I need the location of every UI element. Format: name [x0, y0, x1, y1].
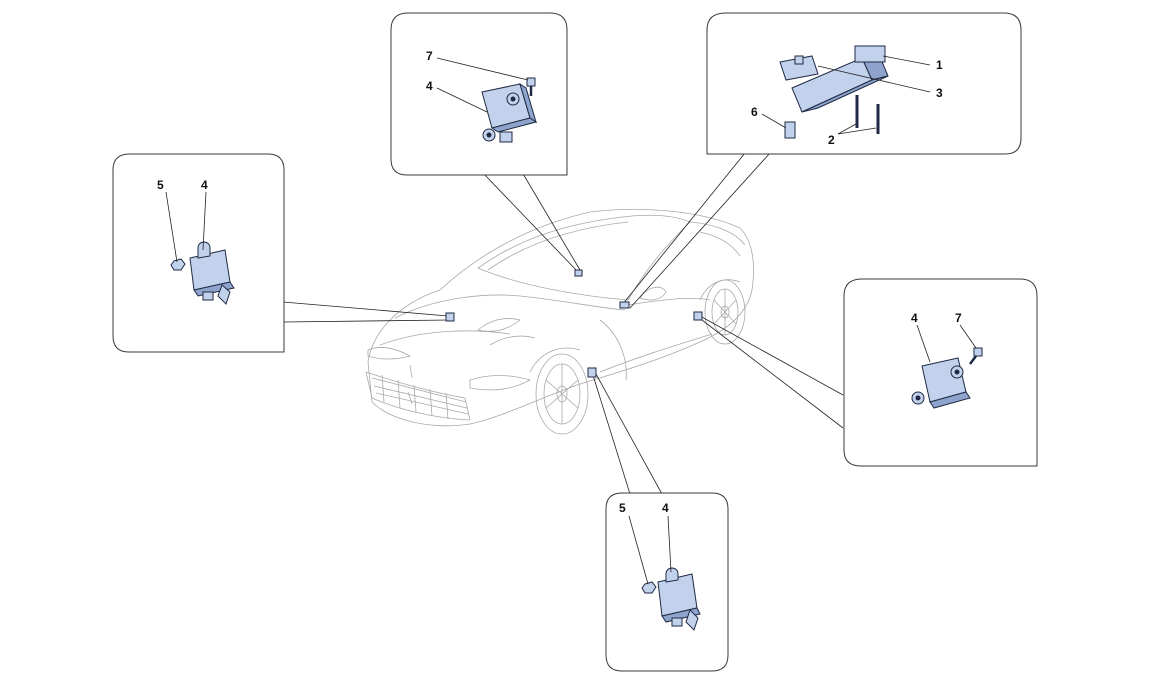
callout-5: 5 — [619, 501, 626, 515]
sensor-module-part — [481, 82, 538, 143]
sensor-module-part — [189, 241, 235, 305]
callout-7: 7 — [955, 311, 962, 325]
leader-lines — [282, 152, 844, 495]
bolt-part — [969, 347, 983, 365]
callout-4: 4 — [201, 178, 208, 192]
callout-5: 5 — [157, 178, 164, 192]
sensor-module-part — [911, 357, 971, 409]
callout-4: 4 — [662, 501, 669, 515]
detail-box-left: 5 4 — [112, 153, 285, 353]
detail-box-top-right: 1 3 6 2 — [706, 12, 1022, 155]
callout-2: 2 — [828, 133, 835, 147]
detail-box-right: 4 7 — [843, 278, 1038, 467]
bolt-part — [526, 77, 536, 96]
callout-4: 4 — [911, 311, 918, 325]
callout-4: 4 — [426, 79, 433, 93]
car-sensor-markers — [445, 269, 703, 378]
nut-part — [641, 581, 657, 594]
detail-box-bottom: 5 4 — [605, 492, 729, 672]
car-outline — [365, 209, 754, 435]
callout-3: 3 — [936, 86, 943, 100]
callout-7: 7 — [426, 49, 433, 63]
callout-1: 1 — [936, 58, 943, 72]
callout-6: 6 — [751, 105, 758, 119]
antenna-module-part — [779, 45, 889, 113]
sensor-module-part — [657, 567, 701, 631]
nut-part — [170, 258, 186, 271]
detail-box-top-center: 7 4 — [390, 12, 568, 176]
